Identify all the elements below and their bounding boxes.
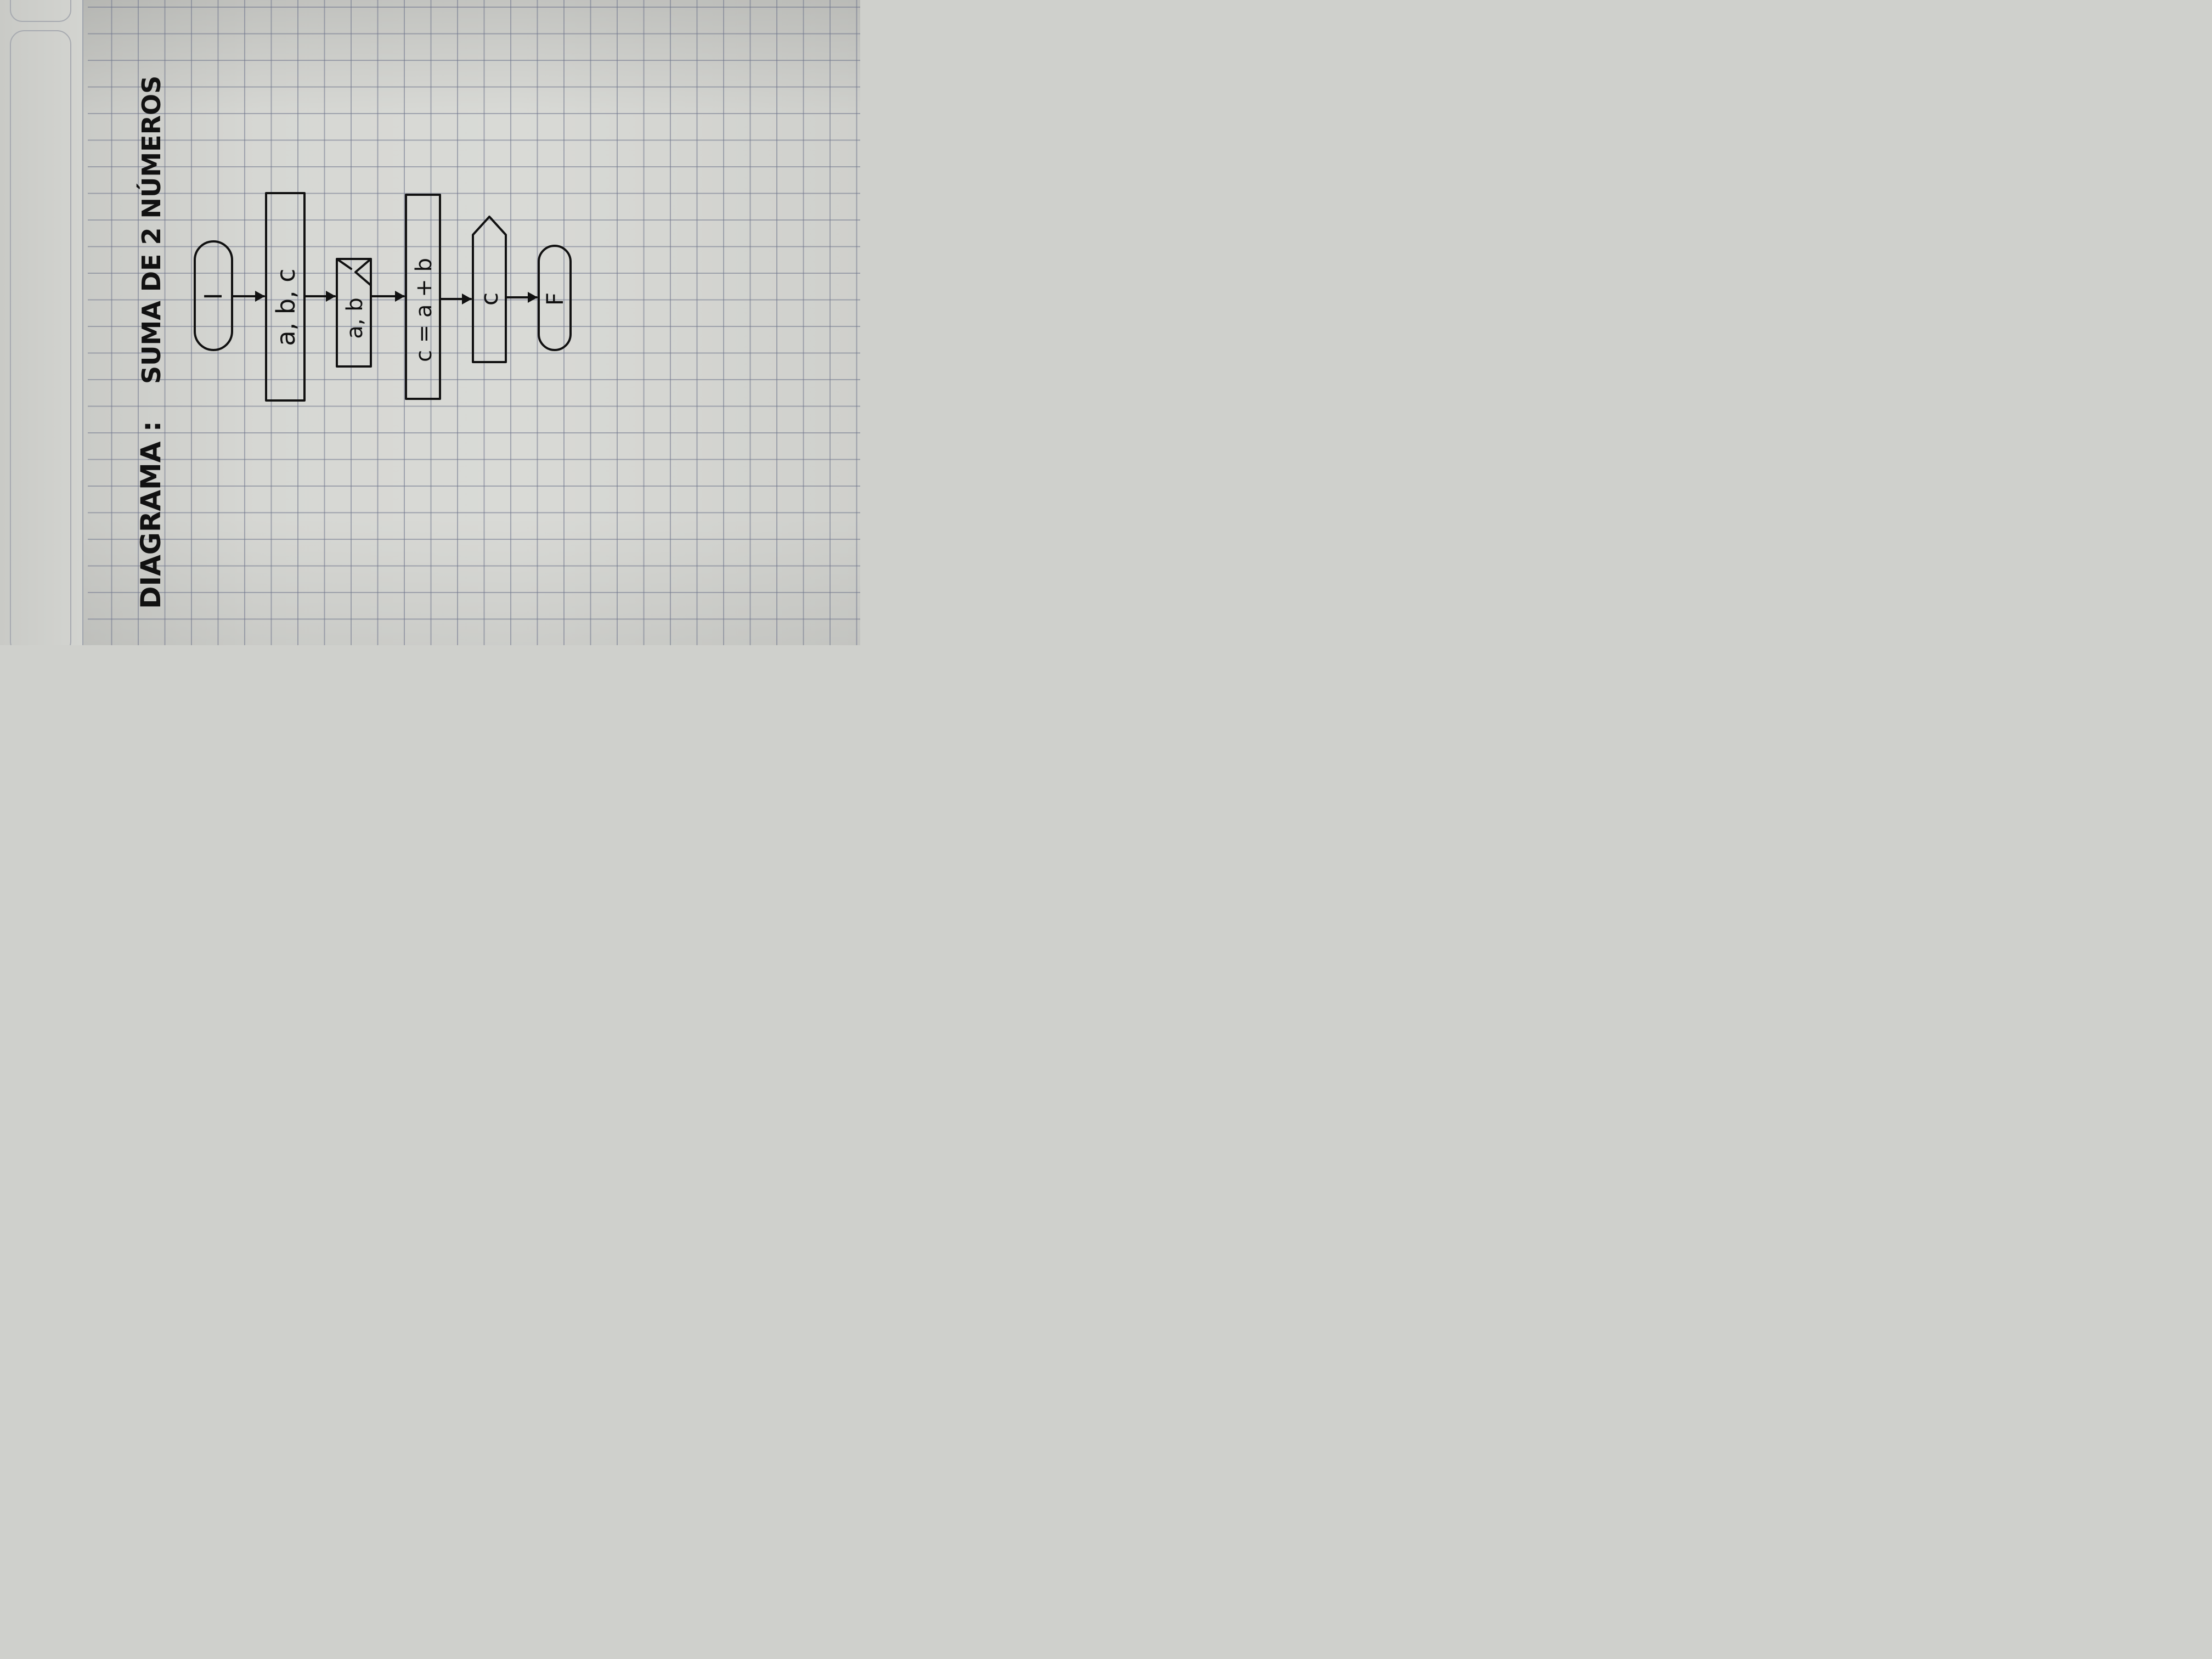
declare-label: a, b, c: [271, 268, 301, 346]
diagram-subtitle: SUMA DE 2 NÚMEROS: [137, 76, 166, 384]
compute-label: c = a + b: [411, 258, 437, 362]
end-label: F: [541, 292, 568, 306]
arrowhead-output: [462, 294, 472, 304]
input-label: a, b: [342, 297, 368, 338]
notebook-margin: [0, 0, 83, 645]
input-notch-mark: [354, 258, 372, 286]
output-display-shape: [472, 216, 507, 363]
arrowhead-declare: [255, 291, 265, 302]
margin-tab-top: [10, 0, 71, 22]
compute-process-box: [405, 194, 441, 400]
arrowhead-input: [326, 291, 336, 302]
start-label: I: [200, 293, 228, 300]
arrowhead-end: [528, 292, 538, 303]
flowchart-diagram: DIAGRAMA : SUMA DE 2 NÚMEROS: [135, 76, 572, 609]
end-terminator: [538, 245, 572, 351]
diagram-title: DIAGRAMA :: [135, 421, 167, 609]
output-label: c: [476, 292, 504, 306]
margin-tab: [10, 30, 71, 645]
arrowhead-compute: [395, 291, 405, 302]
notebook-page: DIAGRAMA : SUMA DE 2 NÚMEROS: [0, 0, 860, 645]
